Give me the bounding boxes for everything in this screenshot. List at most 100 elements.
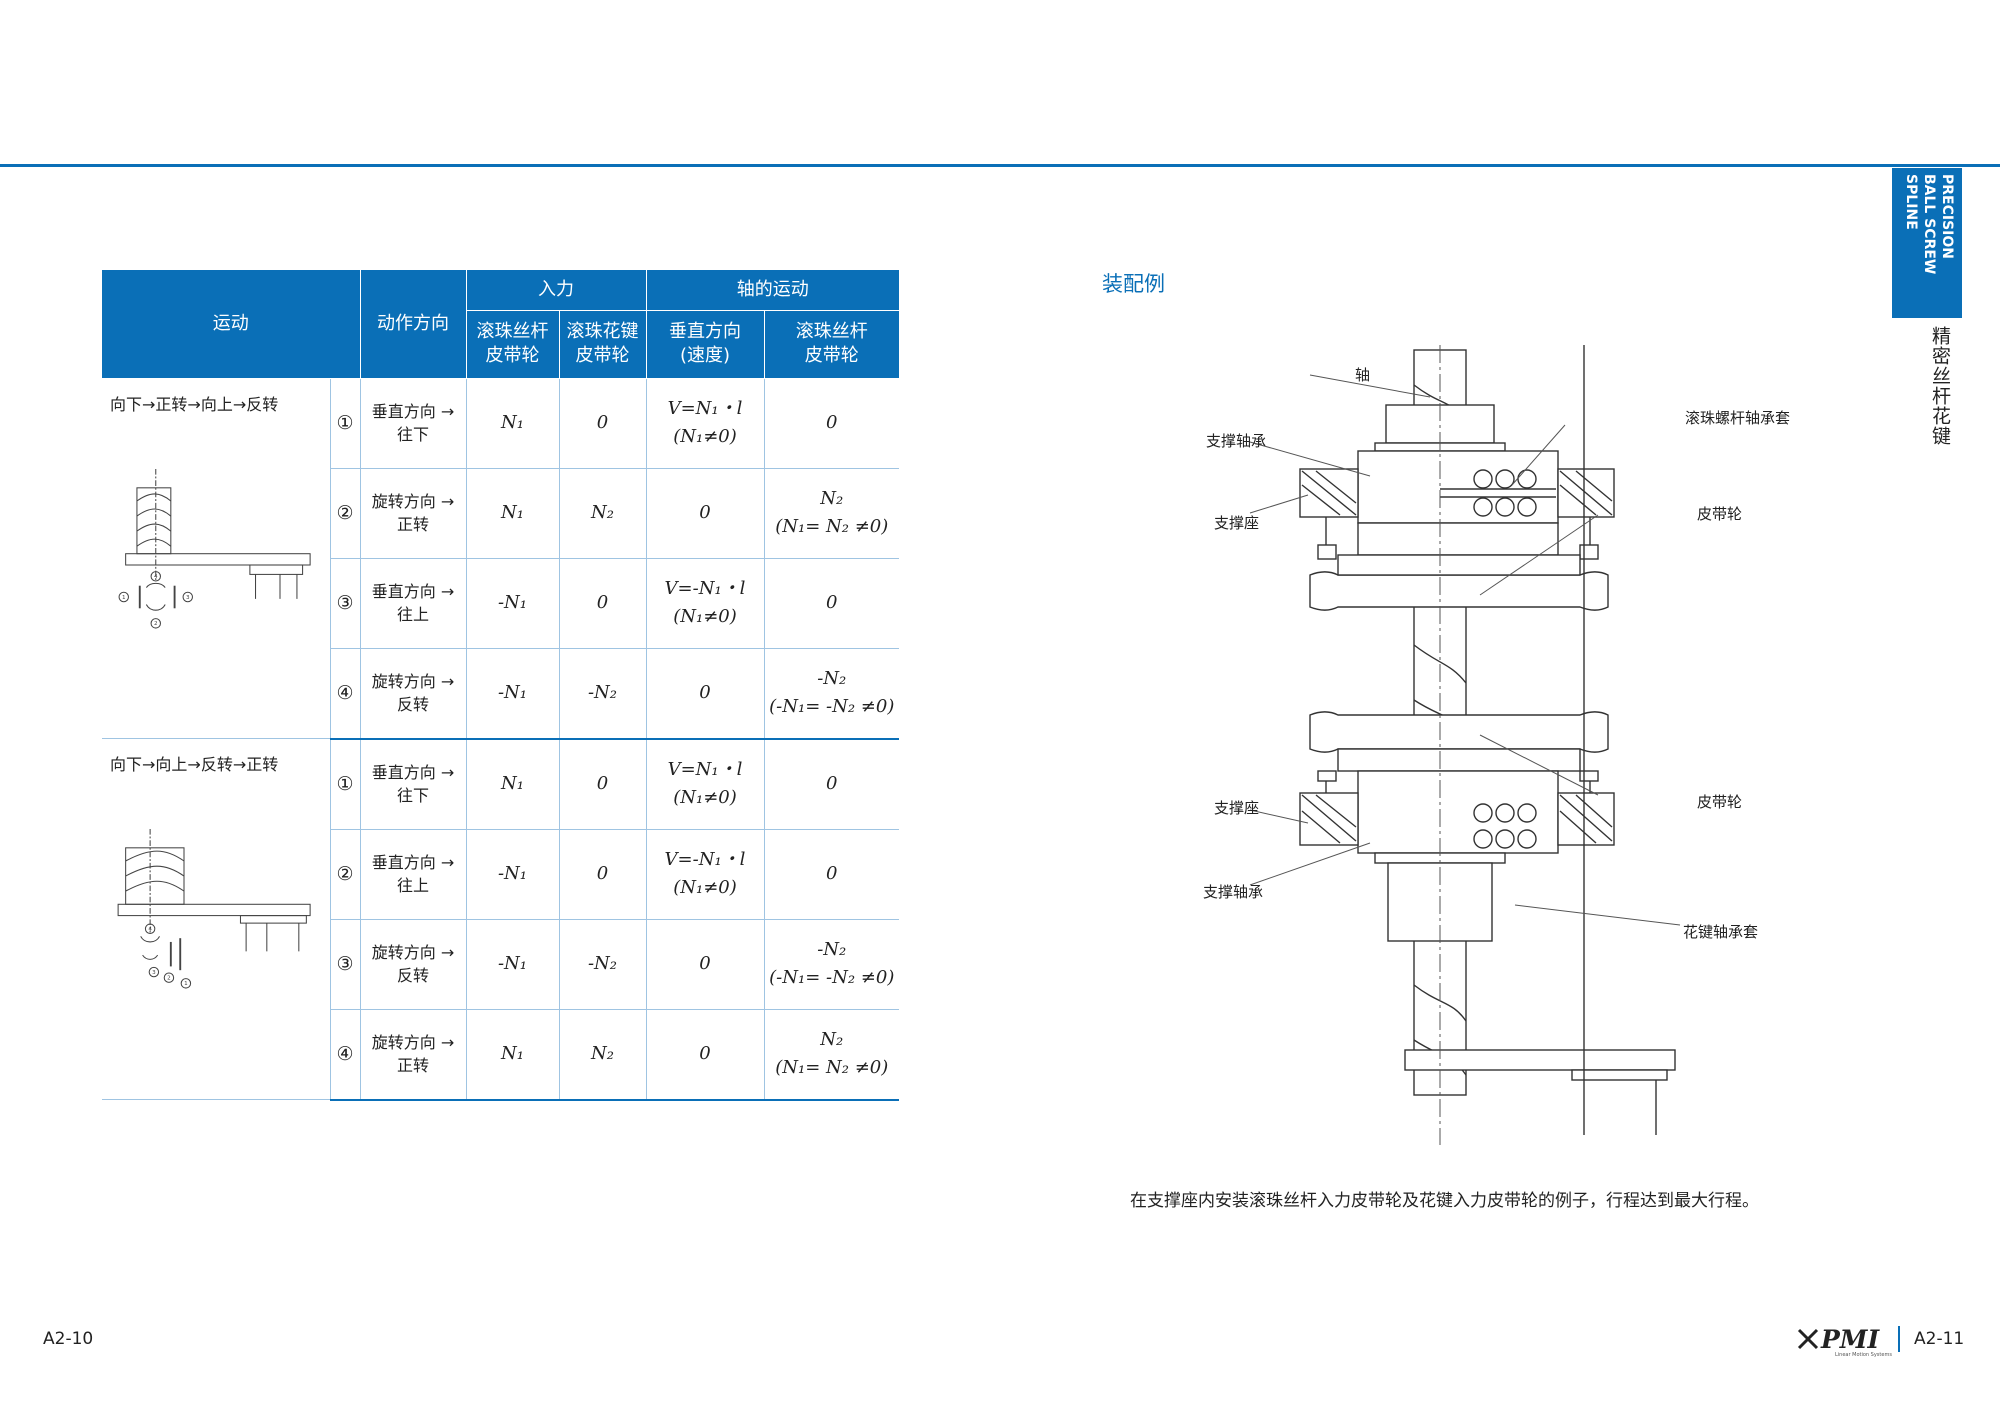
input-spline-cell: 0 xyxy=(559,738,647,830)
motion-sequence: 向下→正转→向上→反转 xyxy=(110,394,279,414)
direction-cell: 旋转方向 →反转 xyxy=(360,919,467,1010)
header-screw-pulley-rot: 滚珠丝杆皮带轮 xyxy=(764,310,899,379)
vertical-speed-cell: V=-N₁・l(N₁≠0) xyxy=(646,558,765,649)
header-spline-pulley: 滚珠花键皮带轮 xyxy=(559,310,647,379)
assembly-caption: 在支撑座内安装滚珠丝杆入力皮带轮及花键入力皮带轮的例子，行程达到最大行程。 xyxy=(1130,1191,1759,1211)
rotation-cell: 0 xyxy=(764,738,899,830)
figure-marker: 2 xyxy=(154,621,158,627)
rotation-cell: 0 xyxy=(764,378,899,469)
rotation-cell: 0 xyxy=(764,558,899,649)
vertical-speed-cell: V=N₁・l(N₁≠0) xyxy=(646,378,765,469)
step-number: ④ xyxy=(330,1009,361,1101)
input-spline-cell: N₂ xyxy=(559,468,647,559)
vertical-speed-cell: V=N₁・l(N₁≠0) xyxy=(646,738,765,830)
figure-marker: 4 xyxy=(148,927,152,933)
rotation-cell: -N₂(-N₁= -N₂ ≠0) xyxy=(764,919,899,1010)
header-motion: 运动 xyxy=(102,270,361,379)
label-support-bearing-bottom: 支撑轴承 xyxy=(1203,883,1264,901)
vertical-speed-cell: V=-N₁・l(N₁≠0) xyxy=(646,829,765,920)
rotation-cell: N₂(N₁= N₂ ≠0) xyxy=(764,1009,899,1101)
figure-marker: 1 xyxy=(184,981,188,987)
input-screw-cell: -N₁ xyxy=(466,648,560,740)
rotation-cell: -N₂(-N₁= -N₂ ≠0) xyxy=(764,648,899,740)
assembly-drawing xyxy=(1249,345,1681,1145)
input-screw-cell: N₁ xyxy=(466,378,560,469)
input-spline-cell: 0 xyxy=(559,378,647,469)
vertical-speed-cell: 0 xyxy=(646,919,765,1010)
direction-cell: 旋转方向 →正转 xyxy=(360,468,467,559)
direction-cell: 垂直方向 →往下 xyxy=(360,378,467,469)
page-number-left: A2-10 xyxy=(43,1329,94,1349)
input-screw-cell: -N₁ xyxy=(466,829,560,920)
input-screw-cell: -N₁ xyxy=(466,558,560,649)
pmi-logo-tagline: Linear Motion Systems xyxy=(1835,1352,1892,1358)
input-spline-cell: -N₂ xyxy=(559,919,647,1010)
figure-marker: 4 xyxy=(154,574,158,580)
label-support-bearing-top: 支撑轴承 xyxy=(1206,432,1267,450)
side-tab-chinese: 精密丝杆花键 xyxy=(1929,326,1951,446)
figure-marker: 3 xyxy=(186,594,190,600)
input-screw-cell: -N₁ xyxy=(466,919,560,1010)
pmi-logo-text: PMI xyxy=(1820,1325,1880,1354)
vertical-speed-cell: 0 xyxy=(646,1009,765,1101)
step-number: ③ xyxy=(330,919,361,1010)
step-number: ③ xyxy=(330,558,361,649)
figure-marker: 2 xyxy=(167,976,171,982)
label-pulley-top: 皮带轮 xyxy=(1697,505,1743,523)
input-screw-cell: N₁ xyxy=(466,1009,560,1101)
direction-cell: 垂直方向 →往上 xyxy=(360,558,467,649)
input-spline-cell: N₂ xyxy=(559,1009,647,1101)
step-number: ④ xyxy=(330,648,361,740)
figure-marker: 1 xyxy=(122,594,126,600)
label-spline-housing: 花键轴承套 xyxy=(1683,923,1759,941)
header-shaft-motion: 轴的运动 xyxy=(646,270,899,311)
rotation-cell: 0 xyxy=(764,829,899,920)
input-spline-cell: -N₂ xyxy=(559,648,647,740)
header-screw-pulley: 滚珠丝杆皮带轮 xyxy=(466,310,560,379)
motion-cell: 向下→正转→向上→反转 1 4 3 2 xyxy=(102,378,331,739)
direction-cell: 垂直方向 →往上 xyxy=(360,829,467,920)
header-input: 入力 xyxy=(466,270,647,311)
input-spline-cell: 0 xyxy=(559,829,647,920)
input-screw-cell: N₁ xyxy=(466,738,560,830)
page-separator xyxy=(1898,1326,1900,1352)
label-support-seat-top: 支撑座 xyxy=(1214,514,1260,532)
page-number-right: A2-11 xyxy=(1914,1329,1965,1349)
direction-cell: 旋转方向 →反转 xyxy=(360,648,467,740)
header-rule xyxy=(0,164,2000,167)
direction-cell: 旋转方向 →正转 xyxy=(360,1009,467,1101)
motion-figure: 4 3 2 1 xyxy=(117,829,311,989)
step-number: ① xyxy=(330,738,361,830)
header-vertical-speed: 垂直方向(速度) xyxy=(646,310,765,379)
input-screw-cell: N₁ xyxy=(466,468,560,559)
motion-figure: 1 4 3 2 xyxy=(118,468,311,629)
section-title: 装配例 xyxy=(1102,272,1165,296)
label-screw-housing: 滚珠螺杆轴承套 xyxy=(1685,409,1791,427)
label-support-seat-bottom: 支撑座 xyxy=(1214,799,1260,817)
rotation-cell: N₂(N₁= N₂ ≠0) xyxy=(764,468,899,559)
input-spline-cell: 0 xyxy=(559,558,647,649)
label-pulley-bottom: 皮带轮 xyxy=(1697,793,1743,811)
step-number: ② xyxy=(330,468,361,559)
label-shaft: 轴 xyxy=(1355,366,1371,384)
direction-cell: 垂直方向 →往下 xyxy=(360,738,467,830)
vertical-speed-cell: 0 xyxy=(646,648,765,740)
step-number: ① xyxy=(330,378,361,469)
header-direction: 动作方向 xyxy=(360,270,467,379)
motion-sequence: 向下→向上→反转→正转 xyxy=(110,755,279,774)
motion-cell: 向下→向上→反转→正转 4 3 2 1 xyxy=(102,738,331,1100)
vertical-speed-cell: 0 xyxy=(646,468,765,559)
pmi-logo: PMI Linear Motion Systems xyxy=(1797,1325,1892,1358)
motion-table: 运动 动作方向 入力 轴的运动 滚珠丝杆皮带轮 滚珠花键皮带轮 垂直方向(速度)… xyxy=(102,270,899,1101)
figure-marker: 3 xyxy=(152,970,156,976)
